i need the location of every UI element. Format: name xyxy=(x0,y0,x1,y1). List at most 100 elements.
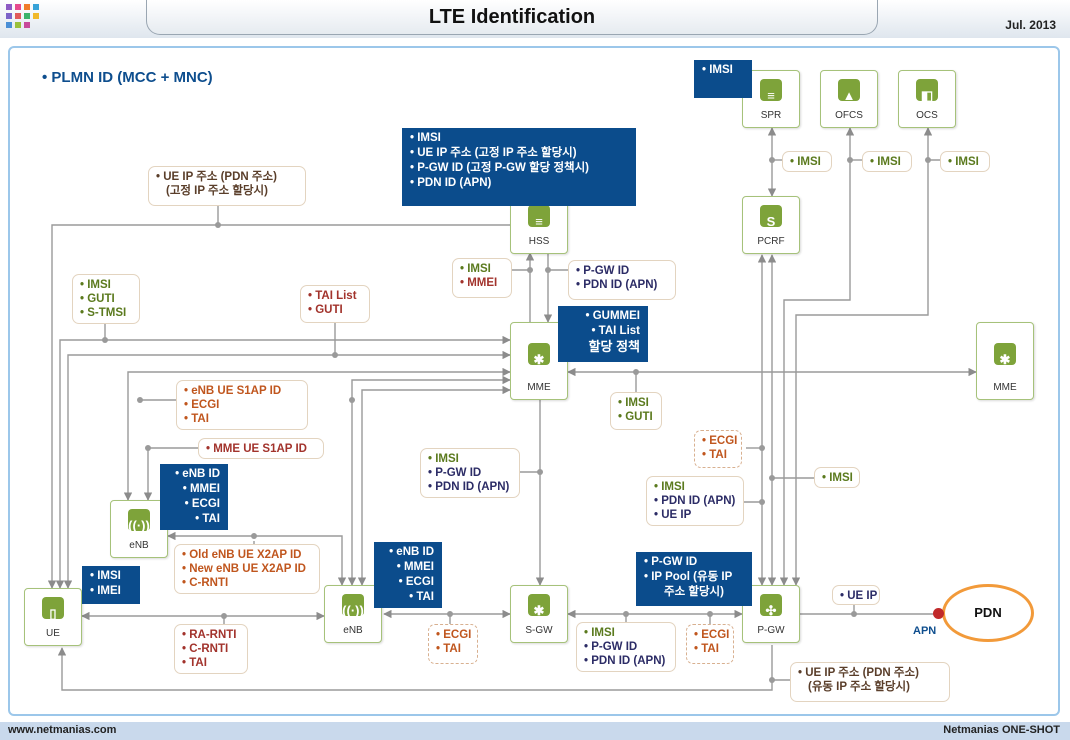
label-line: • UE IP 주소 (PDN 주소) xyxy=(156,171,277,183)
label-line: • GUTI xyxy=(80,293,115,305)
label-line: • PDN ID (APN) xyxy=(576,279,658,291)
sgw-pgw-id-label: • IMSI • P-GW ID • PDN ID (APN) xyxy=(576,622,676,672)
enb-info-line: • eNB ID xyxy=(389,546,434,558)
gummei-line: • GUMMEI xyxy=(585,310,641,322)
ue-ip-fixed-label: • UE IP 주소 (PDN 주소) (고정 IP 주소 할당시) xyxy=(148,166,306,206)
netmanias-logo xyxy=(6,4,46,32)
hss-info-box: • IMSI • UE IP 주소 (고정 IP 주소 할당시) • P-GW … xyxy=(402,128,636,206)
ofcs-node[interactable]: ▲ OFCS xyxy=(820,70,878,128)
enb-small-info-box: • eNB ID • MMEI • ECGI • TAI xyxy=(160,464,228,530)
label-line: • PDN ID (APN) xyxy=(654,495,736,507)
mme-peer-node[interactable]: ✱ MME xyxy=(976,322,1034,400)
sgw-label: S-GW xyxy=(525,625,553,636)
label-line: • C-RNTI xyxy=(182,577,229,589)
footer-bar: www.netmanias.com Netmanias ONE-SHOT xyxy=(0,722,1070,740)
ue-info-box: • IMSI • IMEI xyxy=(82,566,140,604)
label-line: • PDN ID (APN) xyxy=(584,655,666,667)
label-line: • GUTI xyxy=(618,411,653,423)
label-line: • P-GW ID xyxy=(584,641,638,653)
sgw-node[interactable]: ✱ S-GW xyxy=(510,585,568,643)
enb-small-label: eNB xyxy=(129,540,149,551)
label-line: • ECGI xyxy=(184,399,220,411)
database-icon: ≡ xyxy=(760,79,782,103)
label-line: • TAI xyxy=(694,643,719,655)
label-line: • C-RNTI xyxy=(182,643,229,655)
hss-info-line: • UE IP 주소 (고정 IP 주소 할당시) xyxy=(410,147,577,159)
footer-website[interactable]: www.netmanias.com xyxy=(8,724,117,736)
pgw-info-box: • P-GW ID • IP Pool (유동 IP 주소 할당시) xyxy=(636,552,752,606)
label-line: • TAI xyxy=(182,657,207,669)
page-title: LTE Identification xyxy=(146,0,878,35)
label-line: • GUTI xyxy=(308,304,343,316)
ue-label: UE xyxy=(46,628,60,639)
gateway-icon: ✣ xyxy=(760,594,782,618)
rnti-label: • RA-RNTI • C-RNTI • TAI xyxy=(174,624,248,674)
label-line: • IMSI xyxy=(80,279,111,291)
spr-imsi-text: • IMSI xyxy=(702,64,733,76)
phone-icon: ▯ xyxy=(42,597,64,621)
label-line: • TAI xyxy=(436,643,461,655)
gummei-box: • GUMMEI • TAI List 할당 정책 xyxy=(558,306,648,362)
mme-label: MME xyxy=(527,382,551,393)
label-line: • IMSI xyxy=(460,263,491,275)
header-bar: LTE Identification Jul. 2013 xyxy=(0,0,1070,38)
gear-icon: ✱ xyxy=(528,343,550,367)
enb-s1ap-label: • eNB UE S1AP ID • ECGI • TAI xyxy=(176,380,308,430)
pcrf-node[interactable]: S PCRF xyxy=(742,196,800,254)
pcrf-ecgi-tai-label: • ECGI • TAI xyxy=(694,430,742,468)
ofcs-label: OFCS xyxy=(835,110,863,121)
label-line: • TAI xyxy=(184,413,209,425)
label-line: • Old eNB UE X2AP ID xyxy=(182,549,302,561)
ue-ip-label: • UE IP xyxy=(832,585,880,605)
ocs-node[interactable]: ◧ OCS xyxy=(898,70,956,128)
gummei-line: • TAI List xyxy=(591,325,640,337)
label-line: • S-TMSI xyxy=(80,307,127,319)
enb-info-line: • TAI xyxy=(195,513,220,525)
hss-mme-imsi-label: • IMSI • MMEI xyxy=(452,258,512,298)
pgw-info-line: • IP Pool (유동 IP xyxy=(644,571,733,583)
ocs-imsi-label: • IMSI xyxy=(940,151,990,172)
label-line: • TAI List xyxy=(308,290,357,302)
charging-icon: ▲ xyxy=(838,79,860,103)
ue-node[interactable]: ▯ UE xyxy=(24,588,82,646)
label-line: • IMSI xyxy=(584,627,615,639)
policy-icon: S xyxy=(760,205,782,229)
spr-node[interactable]: ≡ SPR xyxy=(742,70,800,128)
label-line: • ECGI xyxy=(694,629,730,641)
enb-info-box: • eNB ID • MMEI • ECGI • TAI xyxy=(374,542,442,608)
ofcs-imsi-label: • IMSI xyxy=(862,151,912,172)
label-line: • TAI xyxy=(702,449,727,461)
apn-label: APN xyxy=(913,625,937,637)
ue-ip-dynamic-label: • UE IP 주소 (PDN 주소) (유동 IP 주소 할당시) xyxy=(790,662,950,702)
gummei-line: 할당 정책 xyxy=(588,339,640,354)
pdn-cloud[interactable]: PDN xyxy=(942,584,1034,642)
enb-label: eNB xyxy=(343,625,363,636)
antenna-icon: ((·)) xyxy=(128,509,150,533)
ue-info-line: • IMEI xyxy=(90,585,121,597)
hss-label: HSS xyxy=(528,236,550,247)
mme-sgw-id-label: • IMSI • P-GW ID • PDN ID (APN) xyxy=(420,448,520,498)
hss-mme-pgw-label: • P-GW ID • PDN ID (APN) xyxy=(568,260,676,300)
footer-series: Netmanias ONE-SHOT xyxy=(943,724,1060,736)
pcrf-label: PCRF xyxy=(757,236,785,247)
pgw-node[interactable]: ✣ P-GW xyxy=(742,585,800,643)
enb-info-line: • ECGI xyxy=(184,498,220,510)
spr-label: SPR xyxy=(760,110,782,121)
pgw-info-line: 주소 할당시) xyxy=(664,586,724,598)
label-line: • eNB UE S1AP ID xyxy=(184,385,282,397)
plmn-id-heading: • PLMN ID (MCC + MNC) xyxy=(42,69,213,86)
ue-mme-id-label: • IMSI • GUTI • S-TMSI xyxy=(72,274,140,324)
pcrf-pgw-imsi-label: • IMSI xyxy=(814,467,860,488)
label-line: • P-GW ID xyxy=(428,467,482,479)
enb-small-node[interactable]: ((·)) eNB xyxy=(110,500,168,558)
mme-peer-imsi-label: • IMSI • GUTI xyxy=(610,392,662,430)
enb-node[interactable]: ((·)) eNB xyxy=(324,585,382,643)
spr-imsi-box: • IMSI xyxy=(694,60,752,98)
mme-peer-label: MME xyxy=(993,382,1017,393)
label-line: • ECGI xyxy=(702,435,738,447)
label-line: • UE IP xyxy=(654,509,692,521)
label-line: • RA-RNTI xyxy=(182,629,237,641)
antenna-icon: ((·)) xyxy=(342,594,364,618)
enb-info-line: • MMEI xyxy=(182,483,220,495)
